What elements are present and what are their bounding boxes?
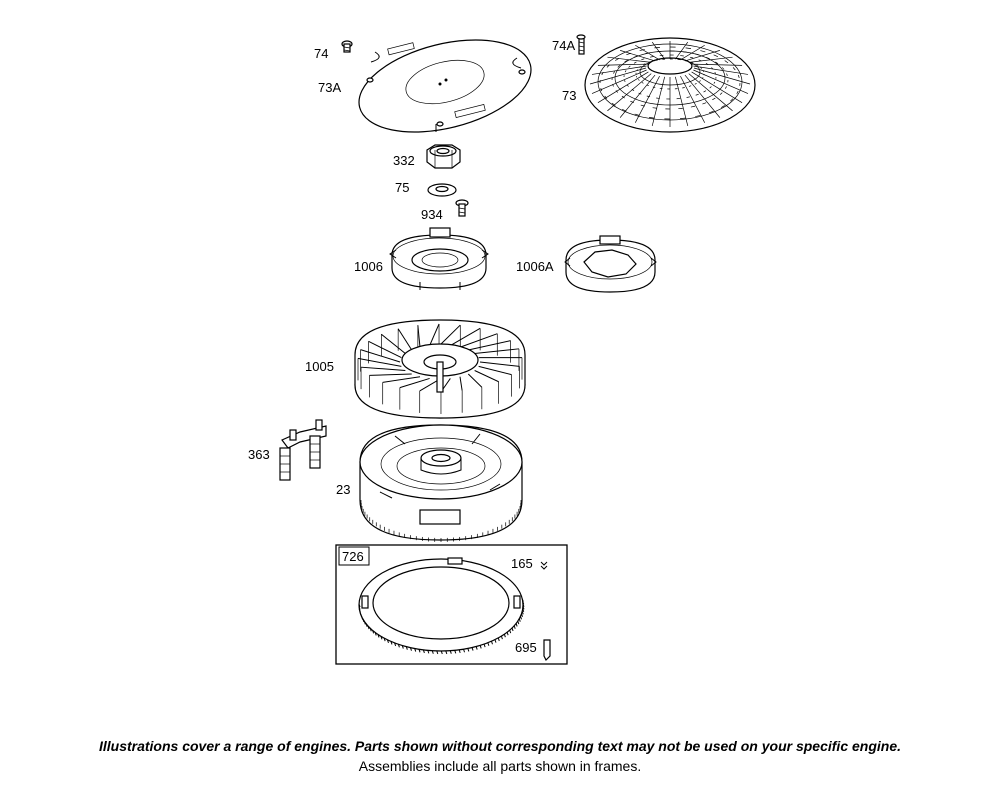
part-74a-screw xyxy=(576,34,586,55)
label-23: 23 xyxy=(336,482,350,497)
label-73a: 73A xyxy=(318,80,341,95)
part-74-screw xyxy=(341,40,353,53)
part-73a-plate xyxy=(358,39,532,133)
label-934: 934 xyxy=(421,207,443,222)
part-75-washer xyxy=(427,183,457,197)
label-695: 695 xyxy=(515,640,537,655)
disclaimer-text: Illustrations cover a range of engines. … xyxy=(98,738,902,754)
label-332: 332 xyxy=(393,153,415,168)
frame-726 xyxy=(335,544,568,665)
frame-label-726: 726 xyxy=(342,549,364,564)
part-1006a-cup xyxy=(564,235,657,293)
label-165: 165 xyxy=(511,556,533,571)
part-1005-fan xyxy=(354,319,526,419)
part-1006-cup xyxy=(389,227,489,290)
exploded-parts-diagram: 74 73A 74A 73 332 75 934 1006 1006A 1005… xyxy=(248,34,756,665)
label-75: 75 xyxy=(395,180,409,195)
label-1005: 1005 xyxy=(305,359,334,374)
label-74a: 74A xyxy=(552,38,575,53)
label-363: 363 xyxy=(248,447,270,462)
part-934-bolt xyxy=(455,199,469,217)
label-73: 73 xyxy=(562,88,576,103)
part-332-nut xyxy=(426,144,461,169)
label-74: 74 xyxy=(314,46,328,61)
assemblies-note: Assemblies include all parts shown in fr… xyxy=(358,758,642,774)
part-23-flywheel xyxy=(359,424,523,542)
part-363-bracket xyxy=(279,419,327,481)
part-73-screen xyxy=(584,37,756,133)
footer: Illustrations cover a range of engines. … xyxy=(0,736,1000,776)
label-1006a: 1006A xyxy=(516,259,554,274)
label-1006: 1006 xyxy=(354,259,383,274)
